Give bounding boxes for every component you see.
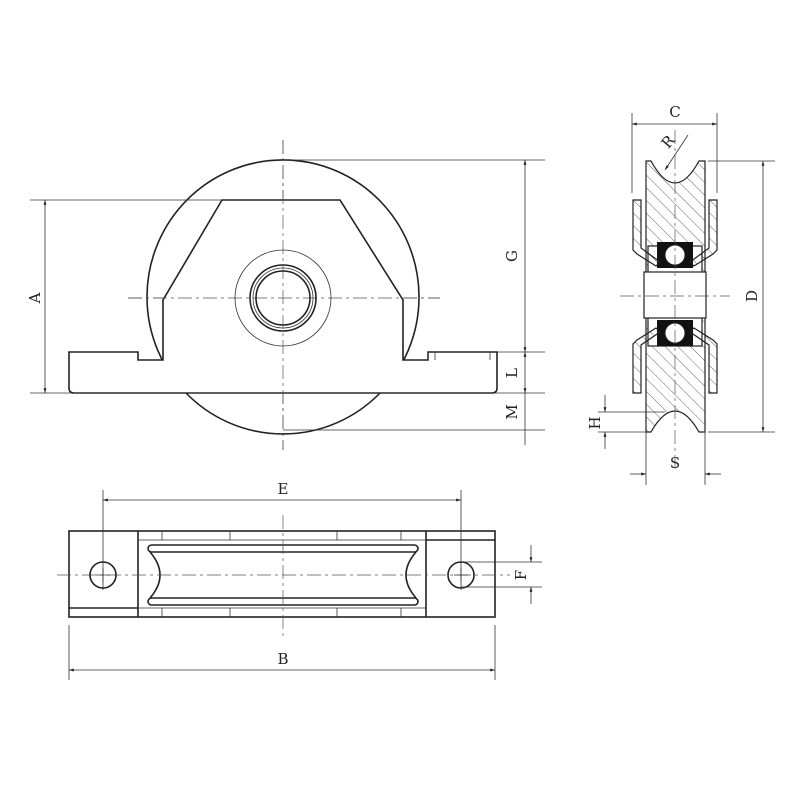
left-mount-tab [69, 531, 139, 617]
base-plate-outline [68, 530, 496, 618]
side-section-view: C R D H S [586, 103, 775, 485]
right-plate-top [689, 199, 718, 267]
bearing-outer [249, 264, 317, 332]
label-L: L [503, 368, 521, 378]
front-view: A G L M [26, 140, 545, 450]
label-D: D [743, 290, 761, 302]
label-G: G [503, 250, 521, 262]
left-plate-top [632, 199, 661, 267]
label-A: A [26, 292, 44, 304]
label-M: M [503, 404, 521, 419]
label-H: H [586, 416, 604, 429]
right-plate-bottom [689, 327, 718, 394]
hub-washer [234, 249, 332, 347]
label-C: C [669, 103, 680, 121]
top-view: E F B [57, 480, 542, 680]
axle-bore [255, 270, 311, 326]
label-B: B [277, 650, 288, 668]
right-mount-tab [425, 531, 495, 617]
dimension-R [664, 134, 689, 171]
left-plate-bottom [632, 327, 661, 394]
label-S: S [670, 454, 680, 472]
label-R: R [658, 131, 680, 152]
label-E: E [278, 480, 289, 498]
label-F: F [512, 570, 530, 580]
